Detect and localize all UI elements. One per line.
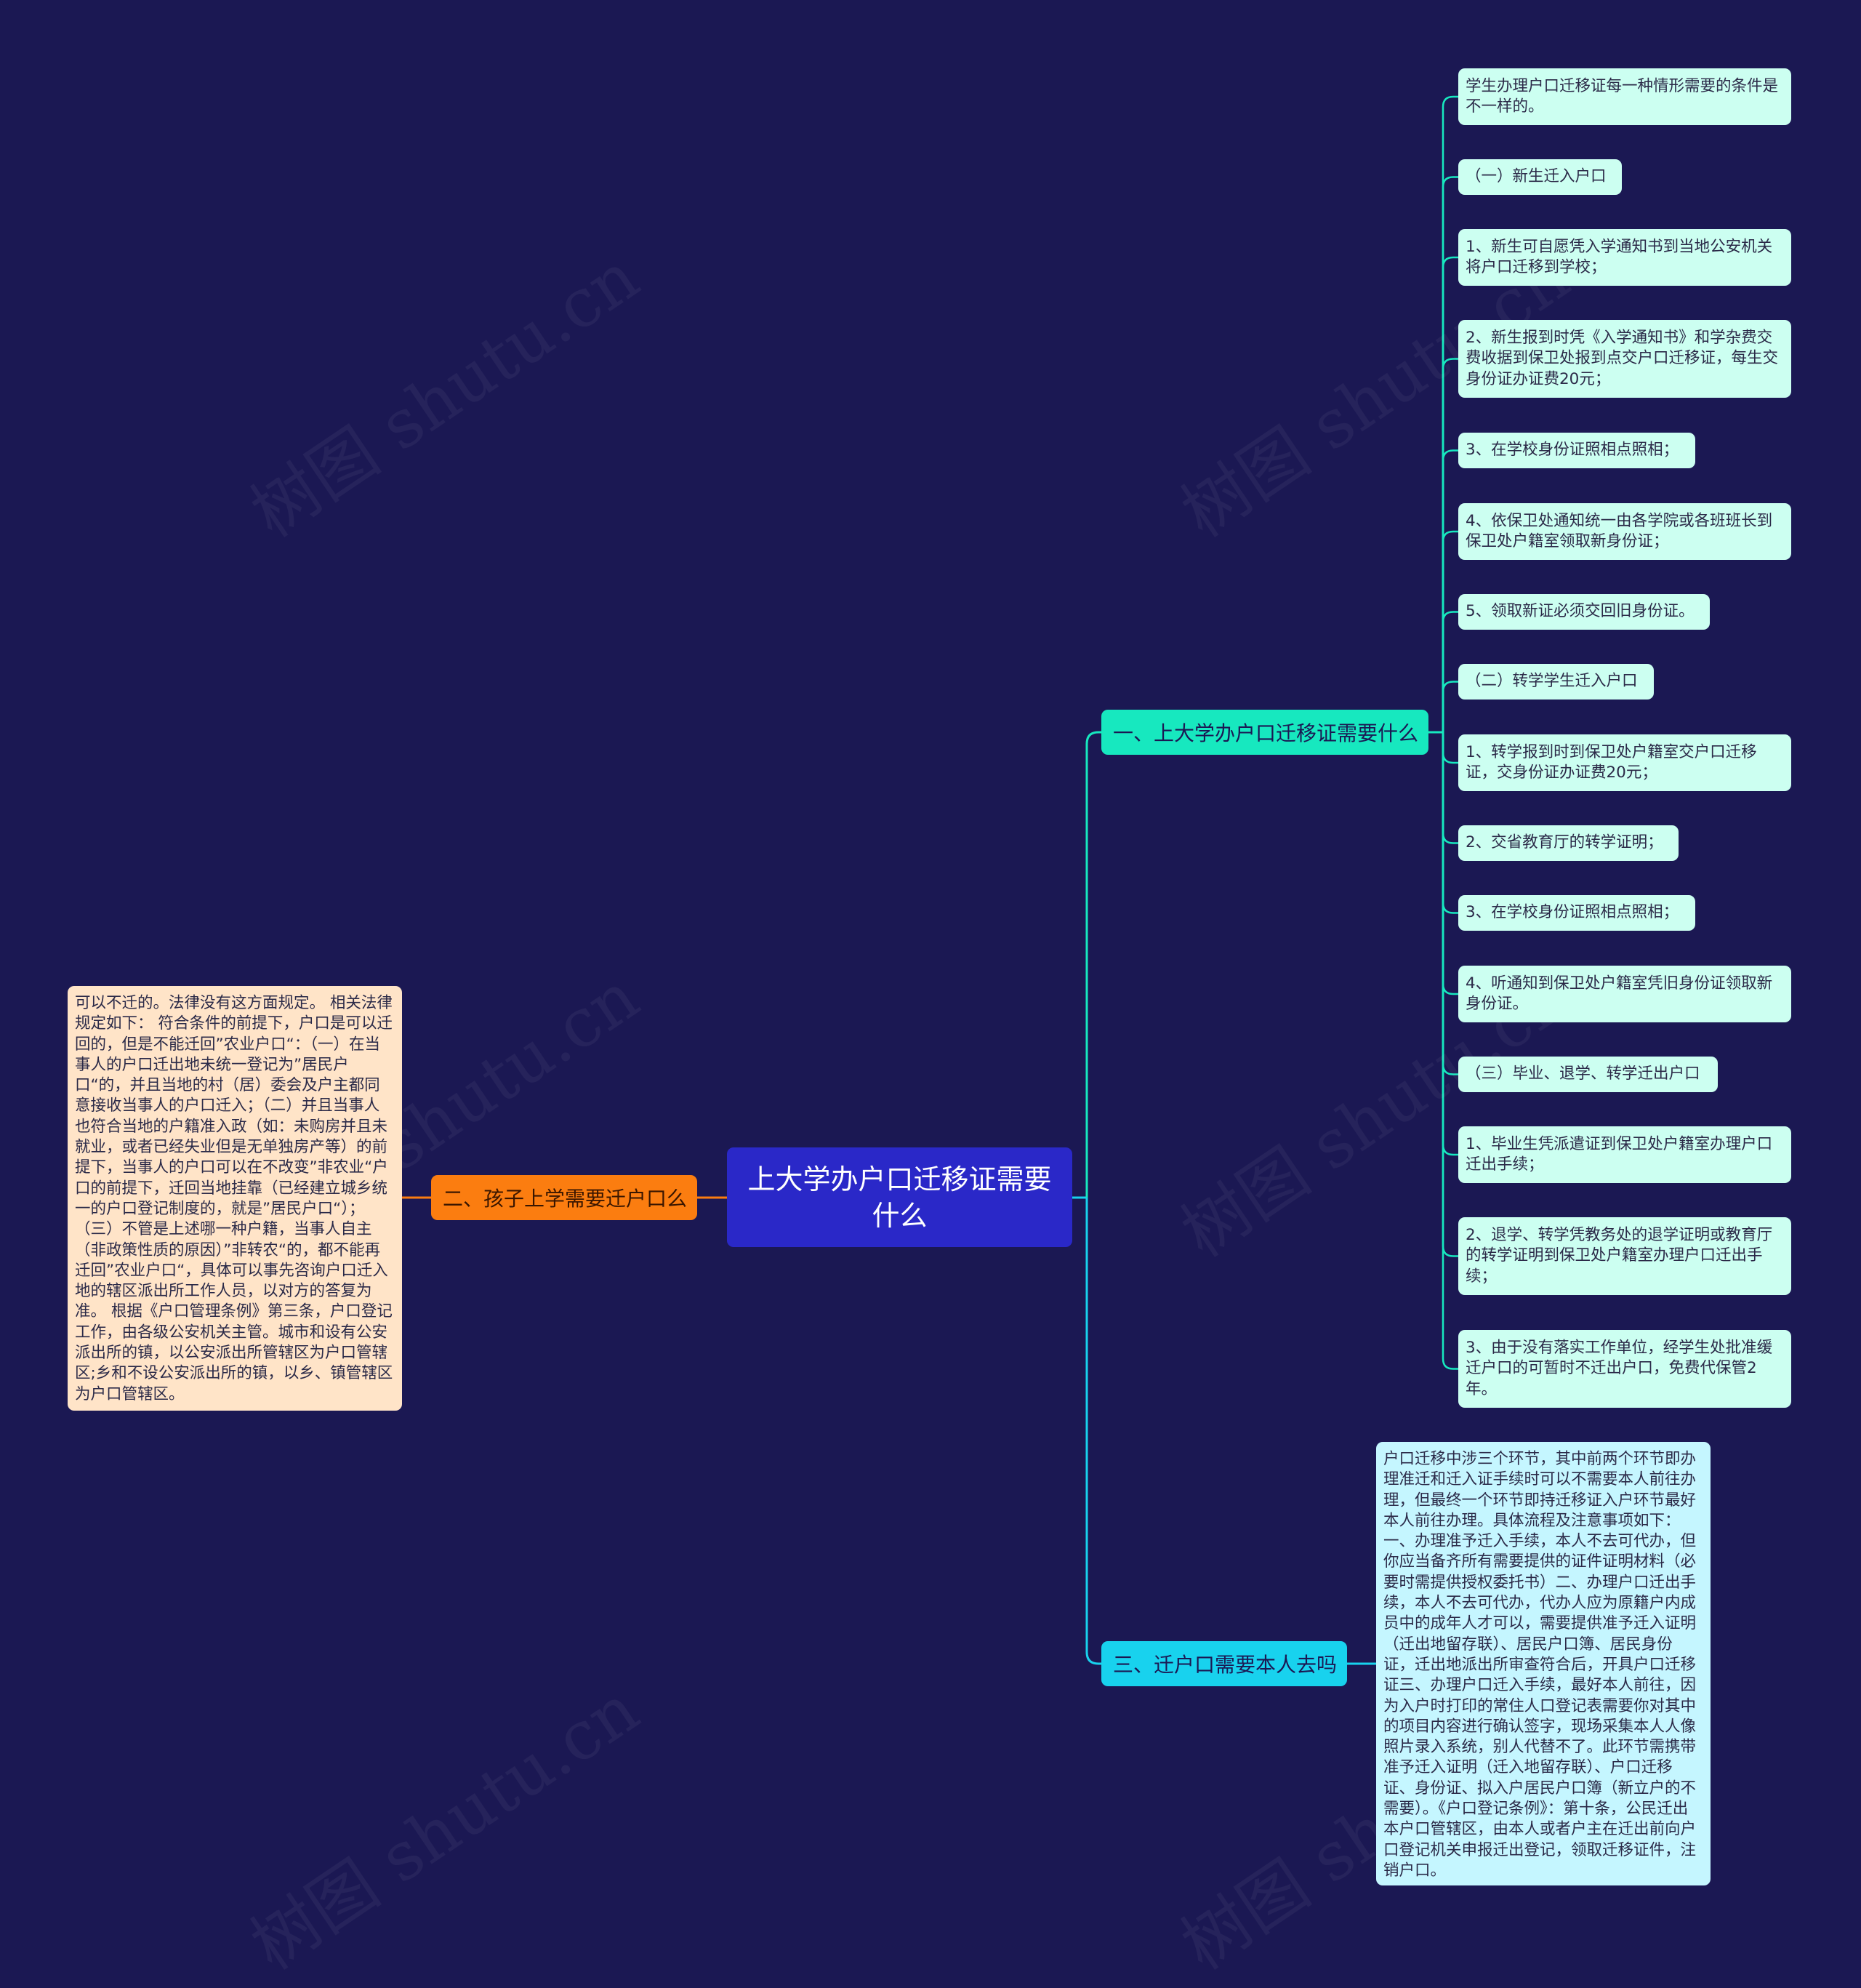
connector-branch-1-leaf-13 <box>1442 732 1458 1075</box>
branch-1-leaf-10[interactable]: 2、交省教育厅的转学证明； <box>1458 825 1679 861</box>
branch-1-leaf-9[interactable]: 1、转学报到时到保卫处户籍室交户口迁移证，交身份证办证费20元； <box>1458 734 1791 791</box>
connector-root-branch-1 <box>1085 731 1101 1198</box>
connector-branch-1-leaf-3 <box>1442 256 1458 732</box>
branch-1-leaf-label: 1、毕业生凭派遣证到保卫处户籍室办理户口迁出手续； <box>1466 1134 1773 1174</box>
connector-branch-1-leaf-16 <box>1442 732 1458 1370</box>
branch-1-leaf-label: 1、转学报到时到保卫处户籍室交户口迁移证，交身份证办证费20元； <box>1466 742 1757 782</box>
connector-root-branch-3 <box>1085 1198 1101 1665</box>
branch-1-leaf-label: 学生办理户口迁移证每一种情形需要的条件是不一样的。 <box>1466 76 1779 116</box>
branch-1-leaf-15[interactable]: 2、退学、转学凭教务处的退学证明或教育厅的转学证明到保卫处户籍室办理户口迁出手续… <box>1458 1217 1791 1295</box>
branch-1-leaf-label: （二）转学学生迁入户口 <box>1466 672 1638 691</box>
connector-branch-1-leaf-2 <box>1442 176 1458 732</box>
connector-branch-1-leaf-10 <box>1442 732 1458 844</box>
connector-branch-1-leaf-6 <box>1442 530 1458 732</box>
branch-1-leaf-3[interactable]: 1、新生可自愿凭入学通知书到当地公安机关将户口迁移到学校； <box>1458 229 1791 286</box>
branch-1-leaf-12[interactable]: 4、听通知到保卫处户籍室凭旧身份证领取新身份证。 <box>1458 966 1791 1022</box>
connector-branch-1-leaf-8 <box>1442 681 1458 732</box>
connector-branch-1-leaf-7 <box>1442 611 1458 732</box>
branch-1-leaf-8[interactable]: （二）转学学生迁入户口 <box>1458 664 1654 700</box>
branch-1-leaf-label: 2、退学、转学凭教务处的退学证明或教育厅的转学证明到保卫处户籍室办理户口迁出手续… <box>1466 1225 1773 1286</box>
branch-1-leaf-13[interactable]: （三）毕业、退学、转学迁出户口 <box>1458 1057 1718 1092</box>
branch-1-leaf-label: （一）新生迁入户口 <box>1466 167 1607 186</box>
branch-2-detail-text: 可以不迁的。法律没有这方面规定。 相关法律规定如下： 符合条件的前提下，户口是可… <box>75 994 393 1403</box>
branch-3-detail-note[interactable]: 户口迁移中涉三个环节，其中前两个环节即办理准迁和迁入证手续时可以不需要本人前往办… <box>1376 1442 1711 1885</box>
branch-1-leaf-label: 4、听通知到保卫处户籍室凭旧身份证领取新身份证。 <box>1466 974 1773 1014</box>
connector-branch-1-leaf-5 <box>1442 449 1458 732</box>
branch-1-leaf-11[interactable]: 3、在学校身份证照相点照相； <box>1458 895 1695 931</box>
branch-1-leaf-label: 3、在学校身份证照相点照相； <box>1466 903 1679 922</box>
branch-1-leaf-5[interactable]: 3、在学校身份证照相点照相； <box>1458 433 1695 468</box>
connector-branch-1-leaf-12 <box>1442 732 1458 995</box>
branch-topic-1[interactable]: 一、上大学办户口迁移证需要什么 <box>1101 710 1428 755</box>
branch-1-leaf-2[interactable]: （一）新生迁入户口 <box>1458 159 1622 195</box>
branch-1-leaf-label: 3、由于没有落实工作单位，经学生处批准缓迁户口的可暂时不迁出户口，免费代保管2年… <box>1466 1338 1773 1398</box>
branch-1-leaf-label: 4、依保卫处通知统一由各学院或各班班长到保卫处户籍室领取新身份证； <box>1466 511 1773 551</box>
branch-1-leaf-1[interactable]: 学生办理户口迁移证每一种情形需要的条件是不一样的。 <box>1458 68 1791 125</box>
branch-topic-3-label: 三、迁户口需要本人去吗 <box>1113 1653 1338 1677</box>
branch-topic-1-label: 一、上大学办户口迁移证需要什么 <box>1113 721 1419 745</box>
branch-1-leaf-label: 3、在学校身份证照相点照相； <box>1466 441 1679 460</box>
branch-1-leaf-label: 2、新生报到时凭《入学通知书》和学杂费交费收据到保卫处报到点交户口迁移证，每生交… <box>1466 328 1779 388</box>
branch-1-leaf-4[interactable]: 2、新生报到时凭《入学通知书》和学杂费交费收据到保卫处报到点交户口迁移证，每生交… <box>1458 320 1791 398</box>
connector-branch-1-leaf-9 <box>1442 732 1458 764</box>
connector-branch-1-leaf-1 <box>1442 95 1458 732</box>
branch-topic-2-label: 二、孩子上学需要迁户口么 <box>443 1187 688 1211</box>
branch-1-leaf-16[interactable]: 3、由于没有落实工作单位，经学生处批准缓迁户口的可暂时不迁出户口，免费代保管2年… <box>1458 1330 1791 1408</box>
branch-2-detail-note[interactable]: 可以不迁的。法律没有这方面规定。 相关法律规定如下： 符合条件的前提下，户口是可… <box>68 986 402 1411</box>
connector-branch-1-leaf-14 <box>1442 732 1458 1156</box>
branch-1-leaf-14[interactable]: 1、毕业生凭派遣证到保卫处户籍室办理户口迁出手续； <box>1458 1126 1791 1183</box>
branch-1-leaf-label: 2、交省教育厅的转学证明； <box>1466 833 1663 852</box>
branch-1-leaf-label: （三）毕业、退学、转学迁出户口 <box>1466 1065 1700 1083</box>
branch-3-detail-text: 户口迁移中涉三个环节，其中前两个环节即办理准迁和迁入证手续时可以不需要本人前往办… <box>1383 1450 1697 1880</box>
branch-1-leaf-7[interactable]: 5、领取新证必须交回旧身份证。 <box>1458 594 1710 630</box>
root-topic[interactable]: 上大学办户口迁移证需要什么 <box>727 1147 1072 1247</box>
branch-1-leaf-6[interactable]: 4、依保卫处通知统一由各学院或各班班长到保卫处户籍室领取新身份证； <box>1458 503 1791 560</box>
branch-1-leaf-label: 1、新生可自愿凭入学通知书到当地公安机关将户口迁移到学校； <box>1466 237 1773 277</box>
branch-topic-3[interactable]: 三、迁户口需要本人去吗 <box>1101 1641 1347 1686</box>
connector-branch-1-leaf-4 <box>1442 358 1458 732</box>
branch-1-leaf-label: 5、领取新证必须交回旧身份证。 <box>1466 602 1695 621</box>
branch-topic-2[interactable]: 二、孩子上学需要迁户口么 <box>431 1175 697 1220</box>
root-topic-label: 上大学办户口迁移证需要什么 <box>747 1163 1052 1232</box>
